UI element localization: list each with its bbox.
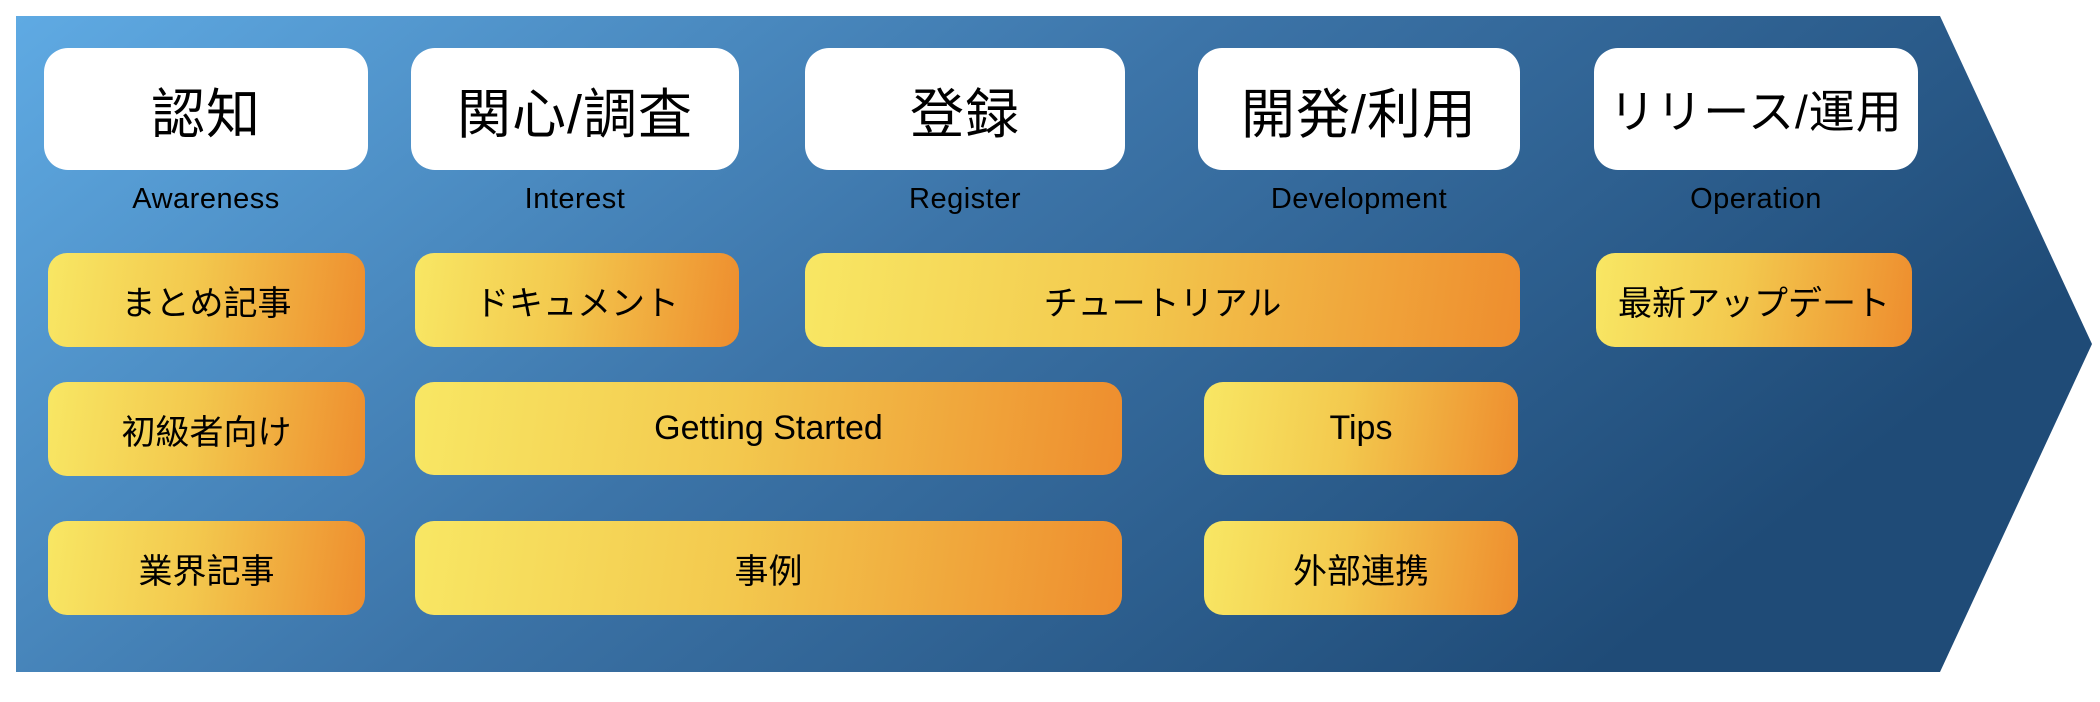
stage-subtitle-en: Interest [524, 183, 626, 215]
stage-interest: 関心/調査 Interest [411, 48, 739, 216]
content-box-summary-articles: まとめ記事 [48, 253, 365, 347]
stage-register: 登録 Register [805, 48, 1125, 216]
stage-title-box: 認知 [44, 48, 368, 170]
stage-title-jp: 関心/調査 [456, 84, 693, 145]
content-box-getting-started: Getting Started [415, 382, 1122, 475]
stage-title-box: 登録 [805, 48, 1125, 170]
stage-title-jp: 登録 [910, 84, 1020, 145]
stage-subtitle-en: Development [1270, 183, 1448, 215]
stage-title-jp: リリース/運用 [1609, 86, 1903, 138]
content-box-tutorial: チュートリアル [805, 253, 1520, 347]
stage-title-jp: 開発/利用 [1240, 84, 1477, 145]
content-box-beginner: 初級者向け [48, 382, 365, 476]
stage-title-box: 開発/利用 [1198, 48, 1520, 170]
stage-title-box: リリース/運用 [1594, 48, 1918, 170]
content-box-industry-articles: 業界記事 [48, 521, 365, 615]
content-box-documents: ドキュメント [415, 253, 739, 347]
stage-subtitle-en: Awareness [132, 183, 280, 215]
stage-title-jp: 認知 [151, 84, 261, 145]
stage-awareness: 認知 Awareness [44, 48, 368, 216]
stage-subtitle-en: Register [909, 183, 1021, 215]
content-box-case-studies: 事例 [415, 521, 1122, 615]
content-box-tips: Tips [1204, 382, 1518, 475]
stage-subtitle-en: Operation [1690, 183, 1822, 215]
stage-operation: リリース/運用 Operation [1594, 48, 1918, 216]
stage-title-box: 関心/調査 [411, 48, 739, 170]
content-box-external-integration: 外部連携 [1204, 521, 1518, 615]
stage-development: 開発/利用 Development [1198, 48, 1520, 216]
content-box-latest-updates: 最新アップデート [1596, 253, 1912, 347]
